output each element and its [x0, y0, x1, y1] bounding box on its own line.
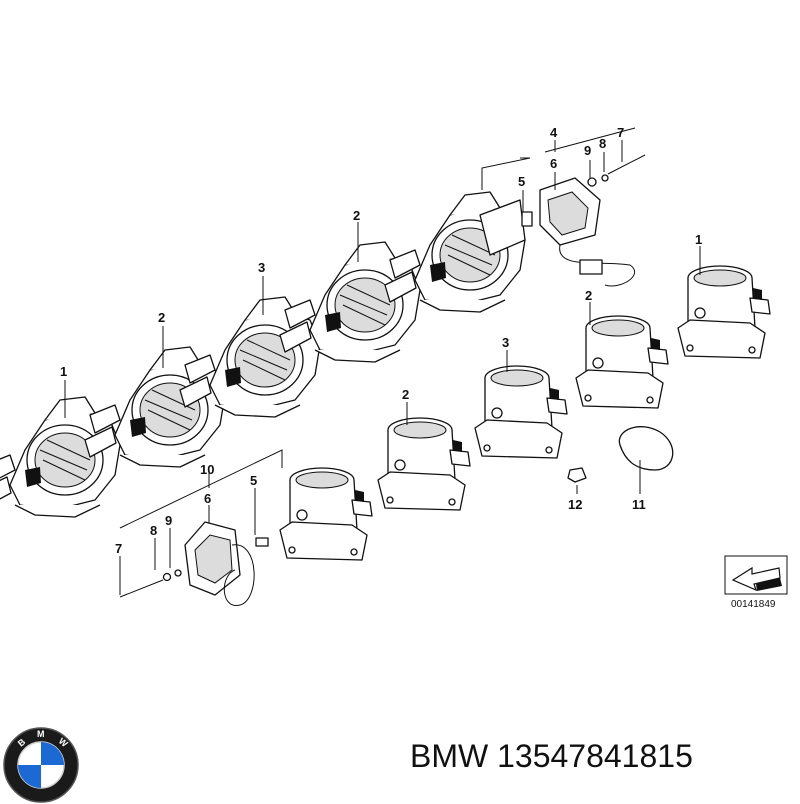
callout-2-left: 2: [158, 310, 165, 325]
callout-7-low: 7: [115, 541, 122, 556]
callout-1-left: 1: [60, 364, 67, 379]
throttle-body-3-right: [474, 365, 568, 459]
gasket: [618, 426, 674, 471]
reference-number: 00141849: [731, 599, 776, 610]
callout-2-right-low: 2: [402, 387, 409, 402]
callout-1-right: 1: [695, 232, 702, 247]
throttle-body-1-right: [677, 265, 771, 359]
throttle-body-low: [279, 467, 373, 561]
svg-text:M: M: [37, 729, 45, 739]
callout-5-low: 5: [250, 473, 257, 488]
leader-lines: [64, 127, 701, 595]
callout-6-top: 6: [550, 156, 557, 171]
bmw-logo: B M W: [3, 727, 79, 803]
callout-3-left: 3: [258, 260, 265, 275]
callout-3-right: 3: [502, 335, 509, 350]
orientation-arrow-box: [724, 555, 788, 595]
callout-11: 11: [632, 497, 646, 512]
callout-7-top: 7: [617, 125, 624, 140]
throttle-body-2-low: [377, 417, 471, 511]
part-number: 13547841815: [497, 738, 693, 774]
callout-5-top: 5: [518, 174, 525, 189]
callout-9-top: 9: [584, 143, 591, 158]
callout-2-right-top: 2: [585, 288, 592, 303]
callout-9-low: 9: [165, 513, 172, 528]
callout-8-low: 8: [150, 523, 157, 538]
callout-8-top: 8: [599, 136, 606, 151]
brand-caption: BMW 13547841815: [410, 738, 693, 775]
arrow-icon: [731, 566, 781, 592]
actuator-top: [479, 154, 646, 287]
callout-2-mid: 2: [353, 208, 360, 223]
svg-text:B: B: [16, 736, 28, 748]
brand-name: BMW: [410, 738, 489, 774]
actuator-low: [119, 521, 269, 606]
callout-12: 12: [568, 497, 582, 512]
throttle-body-2-right: [575, 315, 669, 409]
callout-10: 10: [200, 462, 214, 477]
nut: [567, 467, 587, 483]
callout-6-low: 6: [204, 491, 211, 506]
callout-4: 4: [550, 125, 558, 140]
